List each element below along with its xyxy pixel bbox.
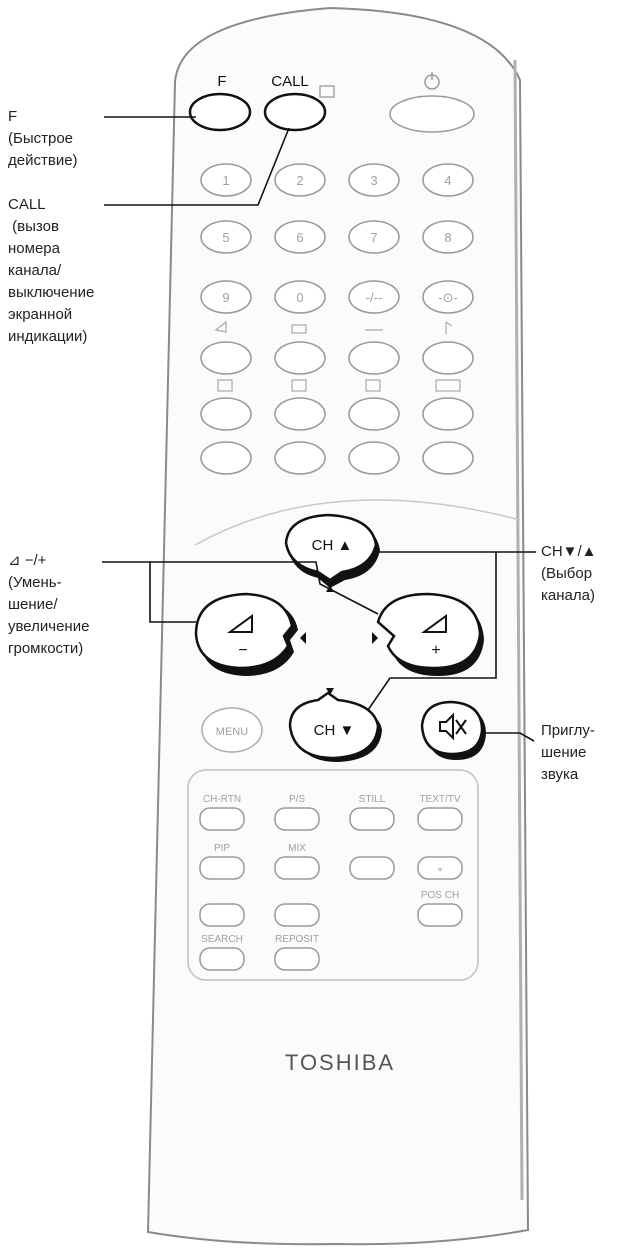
volume-leader [102,561,196,623]
pip-text: PIP [214,843,230,854]
key-6-text: 6 [296,230,303,245]
ch-down-button-shape [288,691,380,760]
vol-minus-text: − [238,642,247,659]
number-key-labels: 1 2 3 4 5 6 7 8 9 0 -/-- -⊙- [222,173,457,305]
leader-lines [102,116,536,742]
reposit-text: REPOSIT [275,934,319,945]
mute-leader [484,732,535,742]
pos-ch-plus-text: + [437,865,443,876]
channel-callout: CH▼/▲ (Выбор канала) [541,543,597,604]
call-callout: CALL (вызов номера канала/ выключение эк… [8,196,95,345]
ch-down-text: CH ▼ [314,722,355,739]
menu-button-shape [201,707,263,753]
call-screen-icon [319,85,335,98]
lower-keys [199,807,463,971]
menu-text: MENU [216,726,248,738]
key-dash-text: -/-- [366,290,383,305]
mute-callout: Приглу- шение звука [541,722,595,783]
vol-plus-text: + [431,642,440,659]
still-text: STILL [359,794,386,805]
brand-logo: TOSHIBA [285,1050,395,1075]
lower-panel [187,769,479,981]
vol-minus-icon [226,614,253,633]
ch-rtn-text: CH-RTN [203,794,241,805]
ch-down-arrow-icon [326,688,334,695]
mute-icon [439,712,467,741]
ch-up-text: CH ▲ [312,537,353,554]
vol-plus-icon [420,614,447,633]
call-key-label: CALL [271,73,309,90]
call-button-shape [263,92,327,132]
remote-body [146,6,530,1246]
key-9-text: 9 [222,290,229,305]
f-button-shape [188,92,252,132]
call-leader [104,127,290,206]
power-icon [424,72,440,90]
volume-callout: ⊿ −/+ (Умень- шение/ увеличение громкост… [8,552,90,657]
power-button-shape [389,95,475,133]
channel-leader-down [367,552,497,711]
key-8-text: 8 [444,230,451,245]
f-key-label: F [217,73,226,90]
key-2-text: 2 [296,173,303,188]
vol-left-arrow-icon [300,632,306,644]
ch-up-button-shape [284,513,378,582]
f-callout: F (Быстрое действие) [8,108,78,169]
key-3-text: 3 [370,173,377,188]
key-1-text: 1 [222,173,229,188]
key-4-text: 4 [444,173,451,188]
key-icons [214,320,461,392]
key-7-text: 7 [370,230,377,245]
volume-leader-plus [150,561,379,615]
key-5-text: 5 [222,230,229,245]
ps-text: P/S [289,794,305,805]
key-0-text: 0 [296,290,303,305]
search-text: SEARCH [201,934,243,945]
text-tv-text: TEXT/TV [419,794,460,805]
mix-text: MIX [288,843,306,854]
pos-ch-text: POS CH [421,890,459,901]
key-input-text: -⊙- [438,290,458,305]
lower-key-labels: CH-RTN P/S STILL TEXT/TV PIP MIX + POS C… [201,794,461,945]
vol-right-arrow-icon [372,632,378,644]
number-keys [200,163,474,475]
